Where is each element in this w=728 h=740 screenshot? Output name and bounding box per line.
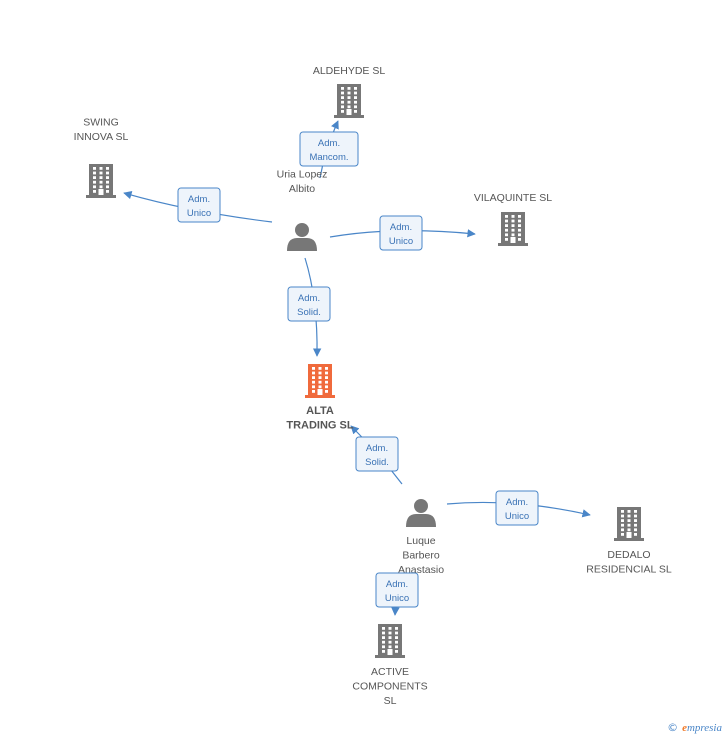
- edge-label[interactable]: Adm. Unico: [375, 572, 419, 608]
- node-alta[interactable]: ALTA TRADING SL: [286, 364, 354, 432]
- brand-footer[interactable]: ©empresia: [667, 721, 722, 734]
- node-label: Luque: [406, 535, 435, 547]
- edge-label-text: Unico: [187, 208, 211, 219]
- node-label: SWING: [83, 117, 119, 129]
- node-label: Barbero: [402, 550, 440, 562]
- edge-label-text: Adm.: [188, 194, 210, 205]
- node-label: Uria Lopez: [277, 169, 328, 181]
- edge-label[interactable]: Adm. Solid.: [355, 436, 399, 472]
- edge-label-text: Unico: [505, 511, 529, 522]
- building-icon: [498, 212, 528, 246]
- node-swing[interactable]: SWING INNOVA SL: [74, 117, 129, 199]
- edge-label[interactable]: Adm. Unico: [177, 187, 221, 223]
- brand-initial: e: [682, 722, 687, 734]
- edge-label[interactable]: Adm. Solid.: [287, 286, 331, 322]
- node-label: INNOVA SL: [74, 131, 129, 143]
- edge-label-text: Solid.: [365, 457, 389, 468]
- edge-label-text: Unico: [389, 236, 413, 247]
- edge-label-text: Adm.: [386, 579, 408, 590]
- building-icon: [614, 507, 644, 541]
- node-label: Albito: [289, 183, 315, 195]
- node-label: VILAQUINTE SL: [474, 192, 552, 204]
- node-active[interactable]: ACTIVE COMPONENTS SL: [352, 624, 428, 707]
- node-label: ALTA: [306, 405, 334, 417]
- building-icon: [375, 624, 405, 658]
- node-dedalo[interactable]: DEDALO RESIDENCIAL SL: [586, 507, 672, 576]
- edge-label-text: Adm.: [298, 293, 320, 304]
- copyright-icon: ©: [667, 721, 679, 734]
- brand-name: mpresia: [686, 722, 722, 734]
- edge-label[interactable]: Adm. Unico: [495, 490, 539, 526]
- edge-label-text: Adm.: [318, 138, 340, 149]
- edge-label-text: Solid.: [297, 307, 321, 318]
- node-label: TRADING SL: [286, 420, 354, 432]
- node-label: SL: [384, 695, 397, 707]
- node-label: DEDALO: [607, 549, 650, 561]
- edge-label-text: Adm.: [506, 497, 528, 508]
- node-label: COMPONENTS: [352, 681, 427, 693]
- edge-label-text: Adm.: [366, 443, 388, 454]
- edge-label-text: Adm.: [390, 222, 412, 233]
- person-icon: [287, 223, 317, 251]
- edge-label-text: Mancom.: [309, 152, 348, 163]
- node-label: ALDEHYDE SL: [313, 65, 386, 77]
- edge-label[interactable]: Adm. Unico: [379, 215, 423, 251]
- building-icon: [86, 164, 116, 198]
- node-label: ACTIVE: [371, 666, 409, 678]
- edge-label-text: Unico: [385, 593, 409, 604]
- node-vilaquinte[interactable]: VILAQUINTE SL: [474, 192, 552, 246]
- building-icon: [305, 364, 335, 398]
- building-icon: [334, 84, 364, 118]
- edge-label[interactable]: Adm. Mancom.: [299, 131, 359, 167]
- node-aldehyde[interactable]: ALDEHYDE SL: [313, 65, 386, 118]
- person-icon: [406, 499, 436, 527]
- node-label: RESIDENCIAL SL: [586, 564, 672, 576]
